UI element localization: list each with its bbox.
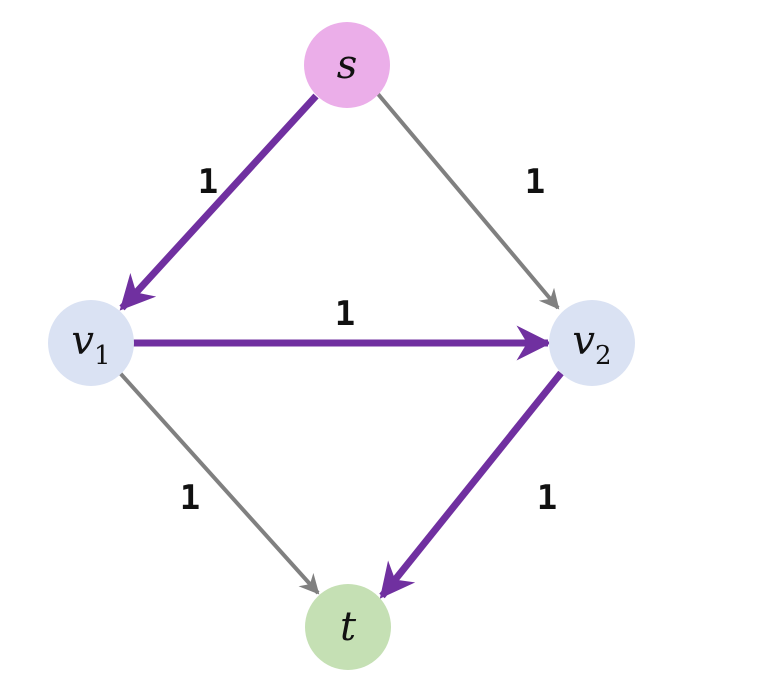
node-v2-label: v2: [572, 318, 611, 371]
node-v1-label: v1: [71, 318, 110, 371]
edge-label-s-v1: 1: [198, 162, 218, 202]
node-s-label: s: [337, 42, 358, 88]
node-s: s: [304, 22, 390, 108]
edge-v2-t: [379, 370, 564, 599]
edge-s-v1: [119, 93, 319, 311]
node-v2: v2: [549, 300, 635, 386]
node-t: t: [305, 584, 391, 670]
edge-label-s-v2: 1: [525, 162, 545, 202]
edge-s-v2: [376, 92, 560, 310]
node-t-label: t: [340, 604, 357, 650]
edge-label-v1-t: 1: [180, 478, 200, 518]
edge-v1-t: [118, 371, 320, 595]
edge-label-v1-v2: 1: [335, 294, 355, 334]
edge-label-v2-t: 1: [537, 478, 557, 518]
node-v1: v1: [48, 300, 134, 386]
